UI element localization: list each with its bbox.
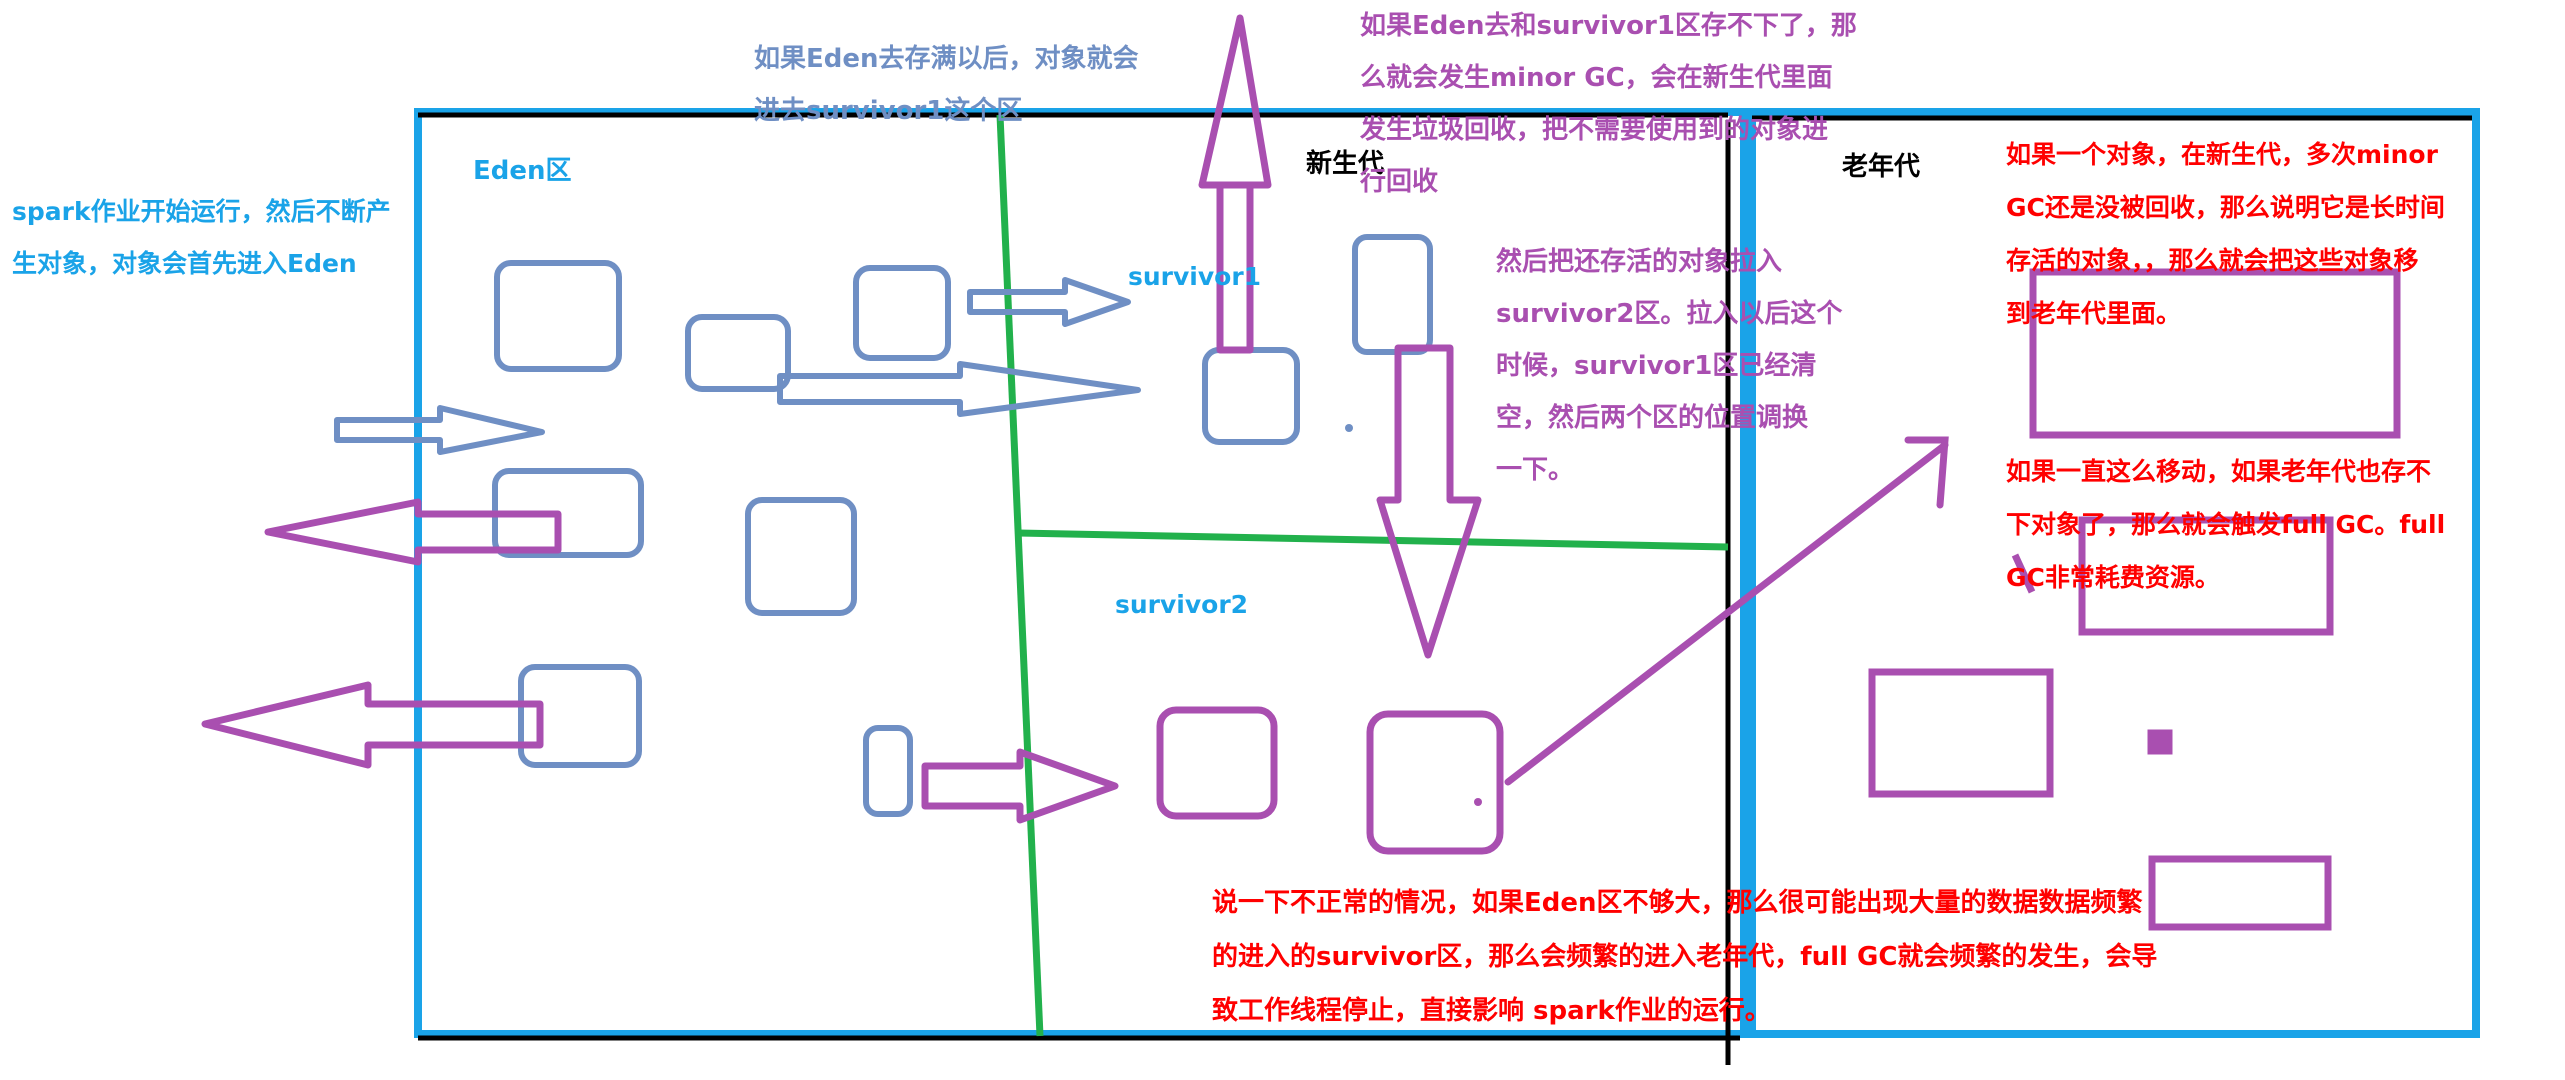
promotion-arrow (1504, 436, 1949, 786)
survivor2-label: survivor2 (1115, 590, 1249, 619)
to-survivor1-arrow (967, 277, 1131, 327)
survivor2-object (1366, 710, 1504, 855)
old-gen-object (2148, 855, 2332, 931)
note-promote-old: 如果一个对象，在新生代，多次minor GC还是没被回收，那么说明它是长时间 存… (2006, 140, 2445, 328)
note-eden-full: 如果Eden去存满以后，对象就会 进去survivor1这个区 (754, 44, 1139, 126)
exit-arrow-left (264, 498, 562, 566)
eden-object (863, 725, 913, 817)
young-gen-label: 新生代 (1306, 149, 1385, 179)
eden-object (494, 260, 622, 372)
survivor-dividers (996, 114, 1729, 1037)
eden-object (853, 265, 951, 361)
to-survivor1-arrow (777, 361, 1141, 417)
to-survivor2-down-arrow (1376, 344, 1482, 659)
eden-label: Eden区 (473, 156, 572, 186)
note-full-gc: 如果一直这么移动，如果老年代也存不 下对象了，那么就会触发full GC。ful… (2006, 457, 2446, 592)
eden-object (518, 664, 642, 768)
survivor-to-survivor2-arrow (921, 748, 1119, 824)
young-gen-black-border (418, 112, 2472, 1065)
note-minor-gc: 如果Eden去和survivor1区存不下了，那 么就会发生minor GC，会… (1360, 11, 1857, 197)
incoming-arrow (334, 405, 545, 455)
survivor1-object (1202, 347, 1300, 445)
old-gen-object (1868, 668, 2054, 798)
exit-arrow-left (201, 681, 544, 769)
eden-to-survivor-arrows (334, 277, 1141, 455)
note-abnormal: 说一下不正常的情况，如果Eden区不够大，那么很可能出现大量的数据数据频繁 的进… (1212, 888, 2158, 1026)
survivor1-survivor2-divider (1017, 529, 1729, 551)
old-gen-object (2147, 729, 2173, 755)
old-gen-object (2078, 516, 2334, 636)
eden-object (685, 314, 791, 392)
survivor2-objects (1156, 706, 1504, 855)
eden-survivor-divider (996, 114, 1044, 1037)
eden-object (745, 497, 857, 616)
old-gen-objects (1868, 268, 2401, 931)
dot-mark (1345, 424, 1353, 432)
gc-arrows (201, 14, 1482, 824)
old-gen-object (2029, 268, 2401, 439)
old-gen-stroke (2011, 553, 2036, 594)
minor-gc-up-arrow (1198, 14, 1272, 354)
promotion-arrow-shaft (1504, 441, 1949, 786)
note-move-to-survivor2: 然后把还存活的对象拉入 survivor2区。拉入以后这个 时候，survivo… (1496, 247, 1843, 485)
survivor1-label: survivor1 (1128, 262, 1262, 291)
dot-mark (1474, 798, 1482, 806)
survivor1-object (1352, 234, 1433, 355)
heap-frame (414, 108, 2480, 1038)
eden-objects (492, 260, 951, 817)
promotion-arrow-head (1904, 436, 1949, 509)
old-gen-label: 老年代 (1842, 152, 1921, 182)
survivor2-object (1156, 706, 1278, 820)
note-spark-start: spark作业开始运行，然后不断产 生对象，对象会首先进入Eden (12, 197, 391, 278)
heap-outer-frame (414, 108, 2480, 1038)
